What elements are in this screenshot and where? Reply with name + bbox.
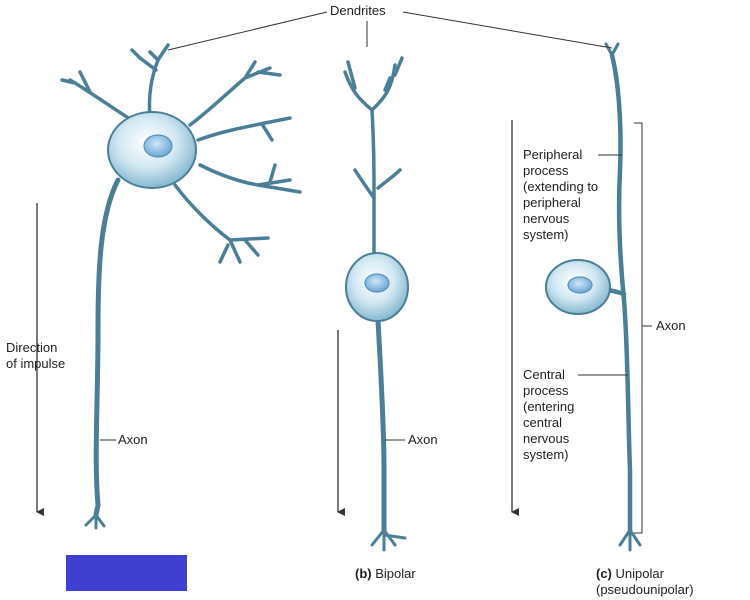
bipolar-caption-name: Bipolar xyxy=(375,566,416,581)
multipolar-nucleus xyxy=(143,134,173,158)
direction-arrows xyxy=(36,120,519,516)
dendrites-label: Dendrites xyxy=(330,3,386,18)
bipolar-nucleus xyxy=(364,273,390,293)
bipolar-caption-letter: (b) xyxy=(355,566,372,581)
unipolar-neuron xyxy=(545,42,642,552)
leader-lines xyxy=(100,11,652,534)
central-process-label: Central process (entering central nervou… xyxy=(523,367,575,462)
axon-label-bipolar: Axon xyxy=(408,432,438,447)
dendrites-leader-multipolar xyxy=(167,11,328,51)
axon-bracket-unipolar xyxy=(634,122,652,534)
dendrites-leader-unipolar xyxy=(402,11,613,49)
multipolar-dendrites xyxy=(60,43,302,264)
direction-label: Direction of impulse xyxy=(6,340,66,371)
multipolar-axon xyxy=(84,177,121,530)
axon-label-multipolar: Axon xyxy=(118,432,148,447)
bipolar-dendrites xyxy=(343,56,404,254)
unipolar-caption-letter: (c) xyxy=(596,566,612,581)
bipolar-neuron xyxy=(343,56,409,552)
bipolar-caption: (b) Bipolar xyxy=(355,566,416,582)
unipolar-caption-name: Unipolar (pseudounipolar) xyxy=(596,566,694,597)
unipolar-caption: (c) Unipolar (pseudounipolar) xyxy=(596,566,694,598)
unipolar-nucleus xyxy=(567,276,593,294)
multipolar-neuron xyxy=(60,43,302,530)
axon-label-unipolar: Axon xyxy=(656,318,686,333)
peripheral-process-label: Peripheral process (extending to periphe… xyxy=(523,147,599,242)
bipolar-axon xyxy=(370,317,407,552)
redaction-box xyxy=(66,555,187,591)
